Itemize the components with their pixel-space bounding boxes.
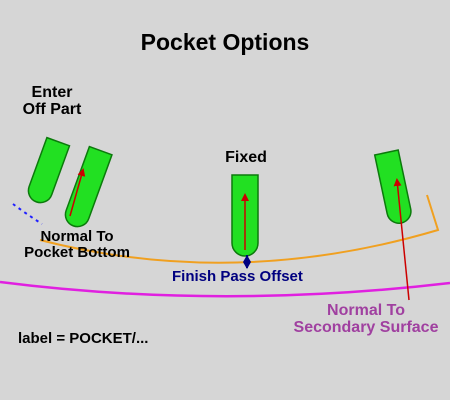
secondary-line1: Normal To — [327, 302, 405, 319]
normal-arrow-bottom — [69, 168, 86, 217]
enter-label-line2: Off Part — [22, 100, 82, 118]
normal-arrow-secondary — [393, 178, 410, 301]
enter-path-dashes — [12, 203, 43, 225]
finish-pass-offset-label: Finish Pass Offset — [172, 268, 303, 285]
finish-offset-marker — [243, 255, 251, 269]
normal-bottom-line2: Pocket Bottom — [24, 243, 130, 261]
pocket-statement-label: label = POCKET/... — [18, 330, 149, 347]
secondary-surface-curve — [0, 280, 450, 298]
normal-bottom-line1: Normal To — [40, 228, 114, 245]
tool-secondary — [373, 149, 412, 224]
enter-label-line1: Enter — [31, 84, 73, 101]
fixed-label: Fixed — [225, 149, 267, 166]
secondary-line2: Secondary Surface — [293, 318, 439, 336]
tool-enter — [27, 136, 71, 204]
normal-to-secondary-surface-label: Normal To Secondary Surface — [280, 302, 450, 337]
enter-off-part-label: Enter Off Part — [12, 84, 92, 119]
page-title: Pocket Options — [140, 29, 310, 55]
tool-normal-bottom — [64, 145, 113, 228]
normal-to-pocket-bottom-label: Normal To Pocket Bottom — [8, 229, 146, 261]
